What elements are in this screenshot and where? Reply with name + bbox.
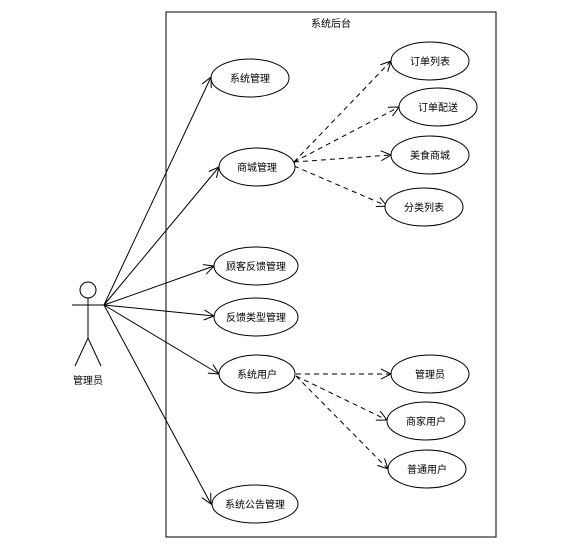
use-case-feedback-mgmt[interactable]: 顾客反馈管理 [213,246,299,286]
rel-order-list [293,61,391,163]
use-case-label: 系统公告管理 [225,498,285,511]
use-case-announcement-mgmt[interactable]: 系统公告管理 [211,484,299,524]
mall-relations [293,61,399,206]
use-case-label: 管理员 [415,368,445,381]
assoc-feedback-type-mgmt [103,304,214,316]
use-case-normal-user[interactable]: 普通用户 [387,449,467,489]
use-case-label: 普通用户 [407,463,447,476]
actor-left-leg [74,337,89,367]
user-relations [295,374,391,469]
actor-admin[interactable]: 管理员 [72,281,104,387]
rel-merchant-user [295,375,387,420]
use-case-label: 商城管理 [237,161,277,174]
use-case-order-delivery[interactable]: 订单配送 [398,87,478,127]
use-case-label: 订单列表 [410,55,450,68]
rel-normal-user [295,375,388,469]
assoc-feedback-mgmt [103,266,214,306]
system-boundary [165,11,497,538]
use-case-merchant-user[interactable]: 商家用户 [386,401,466,441]
assoc-system-mgmt [103,77,211,306]
use-case-category-list[interactable]: 分类列表 [384,187,464,227]
use-case-order-list[interactable]: 订单列表 [390,41,470,81]
associations [103,77,219,504]
use-case-system-mgmt[interactable]: 系统管理 [210,58,290,98]
use-case-mall-mgmt[interactable]: 商城管理 [218,147,296,187]
use-case-label: 系统用户 [237,368,277,381]
assoc-announcement-mgmt [103,304,211,504]
use-case-food-mall[interactable]: 美食商城 [390,135,470,175]
assoc-mall-mgmt [103,167,219,306]
assoc-system-users [103,304,219,374]
use-case-system-users[interactable]: 系统用户 [218,354,296,394]
rel-food-mall [293,155,391,163]
rel-order-delivery [293,107,399,163]
actor-label: 管理员 [73,374,103,387]
use-case-label: 顾客反馈管理 [226,260,286,273]
use-case-label: 商家用户 [406,415,446,428]
use-case-admin[interactable]: 管理员 [390,354,470,394]
system-title: 系统后台 [311,17,351,30]
use-case-label: 美食商城 [410,149,450,162]
use-case-label: 反馈类型管理 [226,311,286,324]
actor-right-leg [87,337,102,367]
use-case-label: 分类列表 [404,201,444,214]
actor-head [79,281,97,299]
use-case-label: 系统管理 [230,72,270,85]
use-case-feedback-type-mgmt[interactable]: 反馈类型管理 [213,297,299,337]
use-case-label: 订单配送 [418,101,458,114]
rel-category-list [293,165,387,206]
